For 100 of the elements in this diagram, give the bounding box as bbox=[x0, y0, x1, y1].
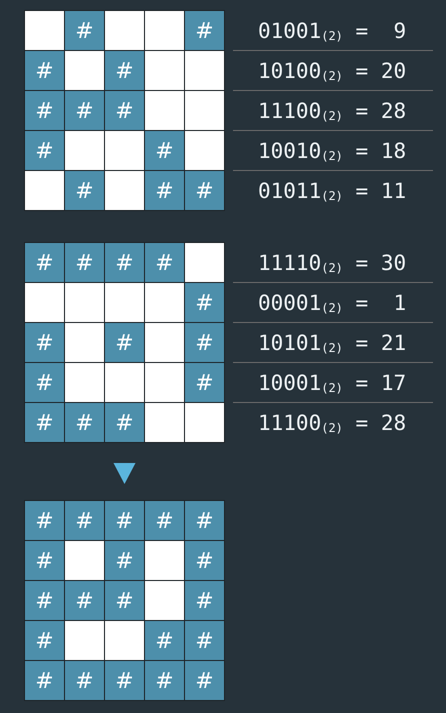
binary-equation: 10100$_{(2)}$ = 20 bbox=[258, 58, 406, 84]
hash-mark: # bbox=[35, 98, 54, 124]
hash-mark: # bbox=[195, 588, 214, 614]
shaded-grid-cell bbox=[185, 581, 224, 620]
binary-equation: 01001$_{(2)}$ = 9 bbox=[258, 18, 406, 44]
blank-grid-cell bbox=[185, 403, 224, 442]
hash-mark: # bbox=[35, 370, 54, 396]
blank-grid-cell bbox=[25, 283, 64, 322]
hash-mark: # bbox=[75, 508, 94, 534]
shaded-grid-cell bbox=[185, 501, 224, 540]
binary-equation: 11110$_{(2)}$ = 30 bbox=[258, 250, 406, 276]
blank-grid-cell bbox=[105, 171, 144, 210]
shaded-grid-cell bbox=[65, 581, 104, 620]
hash-mark: # bbox=[155, 628, 174, 654]
shaded-grid-cell bbox=[25, 541, 64, 580]
hash-mark: # bbox=[35, 668, 54, 694]
blank-grid-cell bbox=[105, 11, 144, 50]
shaded-grid-cell bbox=[25, 323, 64, 362]
shaded-grid-cell bbox=[65, 661, 104, 700]
hash-mark: # bbox=[35, 138, 54, 164]
shaded-grid-cell bbox=[25, 403, 64, 442]
hash-mark: # bbox=[155, 508, 174, 534]
blank-grid-cell bbox=[65, 323, 104, 362]
shaded-grid-cell bbox=[25, 243, 64, 282]
hash-mark: # bbox=[75, 668, 94, 694]
blank-grid-cell bbox=[65, 541, 104, 580]
binary-equation: 10001$_{(2)}$ = 17 bbox=[258, 370, 406, 396]
shaded-grid-cell bbox=[25, 131, 64, 170]
blank-grid-cell bbox=[145, 403, 184, 442]
shaded-grid-cell bbox=[25, 501, 64, 540]
shaded-grid-cell bbox=[185, 363, 224, 402]
blank-grid-cell bbox=[105, 621, 144, 660]
shaded-grid-cell bbox=[185, 541, 224, 580]
shaded-grid-cell bbox=[25, 661, 64, 700]
shaded-grid-cell bbox=[25, 51, 64, 90]
blank-grid-cell bbox=[145, 11, 184, 50]
hash-mark: # bbox=[35, 628, 54, 654]
hash-mark: # bbox=[155, 138, 174, 164]
hash-mark: # bbox=[35, 250, 54, 276]
blank-grid-cell bbox=[185, 91, 224, 130]
hash-mark: # bbox=[115, 410, 134, 436]
shaded-grid-cell bbox=[185, 11, 224, 50]
hash-mark: # bbox=[115, 98, 134, 124]
hash-mark: # bbox=[195, 370, 214, 396]
shaded-grid-cell bbox=[25, 621, 64, 660]
blank-grid-cell bbox=[25, 171, 64, 210]
down-arrow bbox=[114, 463, 136, 484]
binary-equation: 11100$_{(2)}$ = 28 bbox=[258, 410, 406, 436]
shaded-grid-cell bbox=[105, 91, 144, 130]
hash-mark: # bbox=[115, 588, 134, 614]
shaded-grid-cell bbox=[105, 501, 144, 540]
shaded-grid-cell bbox=[145, 243, 184, 282]
blank-grid-cell bbox=[185, 131, 224, 170]
shaded-grid-cell bbox=[105, 541, 144, 580]
shaded-grid-cell bbox=[105, 51, 144, 90]
shaded-grid-cell bbox=[185, 661, 224, 700]
hash-mark: # bbox=[115, 508, 134, 534]
blank-grid-cell bbox=[105, 283, 144, 322]
shaded-grid-cell bbox=[185, 283, 224, 322]
blank-grid-cell bbox=[185, 51, 224, 90]
hash-mark: # bbox=[195, 178, 214, 204]
blank-grid-cell bbox=[145, 581, 184, 620]
blank-grid-cell bbox=[25, 11, 64, 50]
shaded-grid-cell bbox=[65, 171, 104, 210]
shaded-grid-cell bbox=[65, 11, 104, 50]
binary-equation: 10010$_{(2)}$ = 18 bbox=[258, 138, 406, 164]
shaded-grid-cell bbox=[105, 661, 144, 700]
hash-mark: # bbox=[75, 410, 94, 436]
grid-board bbox=[24, 242, 225, 443]
hash-mark: # bbox=[195, 290, 214, 316]
blank-grid-cell bbox=[145, 363, 184, 402]
grid-board bbox=[24, 500, 225, 701]
shaded-grid-cell bbox=[145, 131, 184, 170]
shaded-grid-cell bbox=[25, 91, 64, 130]
hash-mark: # bbox=[195, 330, 214, 356]
shaded-grid-cell bbox=[65, 91, 104, 130]
hash-mark: # bbox=[35, 588, 54, 614]
hash-mark: # bbox=[35, 58, 54, 84]
shaded-grid-cell bbox=[25, 363, 64, 402]
binary-equation: 01011$_{(2)}$ = 11 bbox=[258, 178, 406, 204]
hash-mark: # bbox=[35, 410, 54, 436]
shaded-grid-cell bbox=[185, 171, 224, 210]
hash-mark: # bbox=[155, 668, 174, 694]
hash-mark: # bbox=[35, 548, 54, 574]
blank-grid-cell bbox=[105, 363, 144, 402]
shaded-grid-cell bbox=[105, 581, 144, 620]
shaded-grid-cell bbox=[145, 171, 184, 210]
hash-mark: # bbox=[195, 508, 214, 534]
hash-mark: # bbox=[195, 668, 214, 694]
hash-mark: # bbox=[75, 18, 94, 44]
hash-mark: # bbox=[35, 508, 54, 534]
hash-mark: # bbox=[195, 548, 214, 574]
blank-grid-cell bbox=[145, 51, 184, 90]
blank-grid-cell bbox=[65, 131, 104, 170]
blank-grid-cell bbox=[145, 541, 184, 580]
shaded-grid-cell bbox=[65, 501, 104, 540]
shaded-grid-cell bbox=[145, 661, 184, 700]
blank-grid-cell bbox=[185, 243, 224, 282]
shaded-grid-cell bbox=[185, 621, 224, 660]
binary-equation: 10101$_{(2)}$ = 21 bbox=[258, 330, 406, 356]
